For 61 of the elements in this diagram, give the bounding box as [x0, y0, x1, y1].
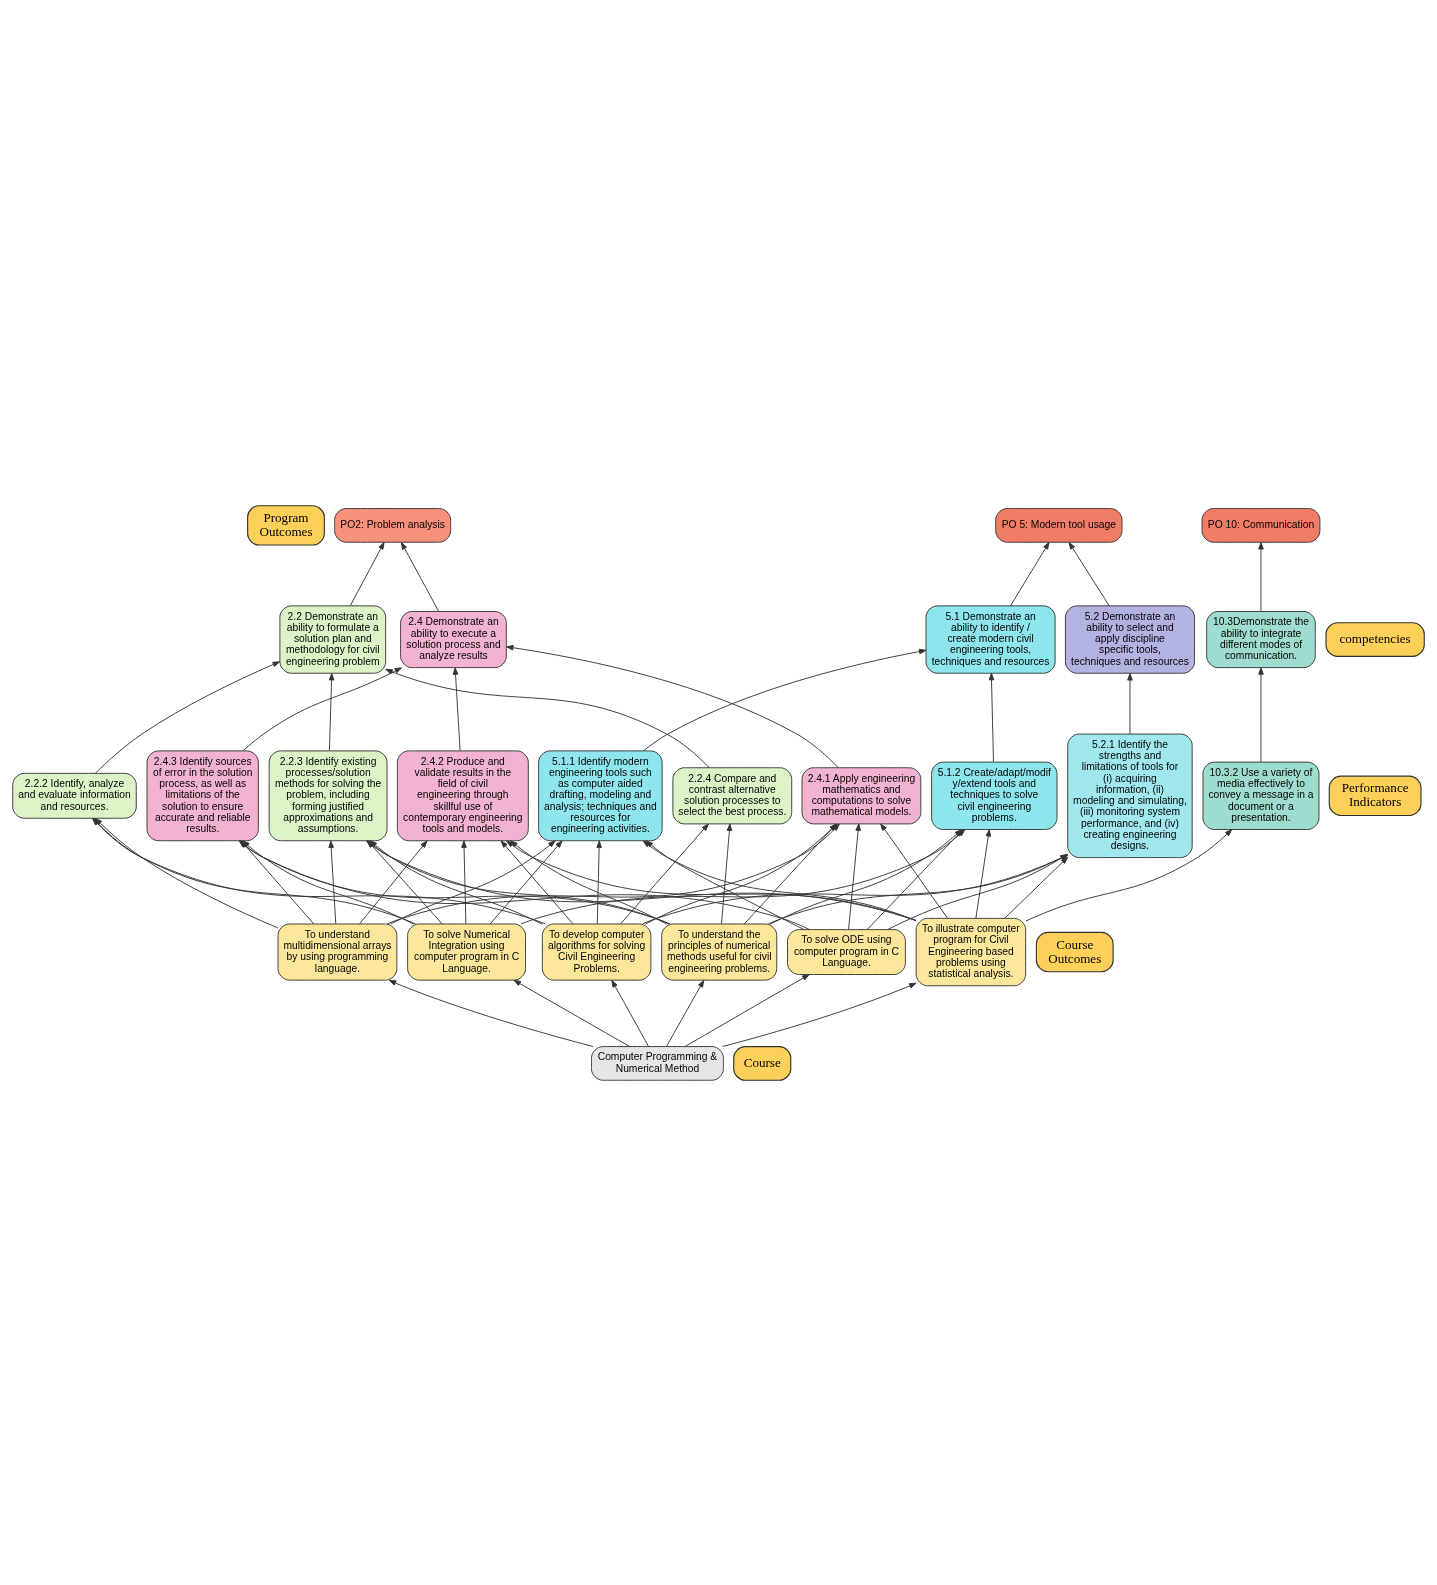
node-box: Course Outcomes: [1035, 931, 1114, 972]
node-box: 2.2.2 Identify, analyze and evaluate information and resources.: [12, 772, 137, 819]
node-box: To understand the principles of numerical methods useful for civil engineering problems.: [661, 923, 778, 981]
arrow: [388, 979, 594, 1047]
arrow: [385, 668, 710, 768]
arrow: [1258, 541, 1264, 612]
arrow: [684, 973, 810, 1047]
node-box: PO 10: Communication: [1201, 507, 1321, 543]
arrow: [743, 823, 837, 924]
node-box: 5.2.1 Identify the strengths and limitations of tools for (i) acquiring information, (ii) modeling and simulating, (iii) monitoring system performance, and (iv) creating engineering designs.: [1067, 733, 1193, 858]
arrow: [513, 979, 631, 1047]
arrow: [722, 982, 917, 1047]
arrow: [721, 823, 733, 924]
arrow: [452, 666, 461, 751]
node-box: To solve Numerical Integration using computer program in C Language.: [407, 923, 526, 981]
arrow: [848, 822, 861, 930]
node-box: PO2: Problem analysis: [334, 507, 452, 543]
arrow: [975, 828, 992, 918]
node-box: 2.4.3 Identify sources of error in the solution process, as well as limitations of the solution to ensure accurate and reliable results.: [146, 749, 259, 841]
arrow: [596, 839, 602, 924]
node-box: Course: [733, 1045, 792, 1081]
arrow: [988, 672, 995, 762]
node-box: 2.2 Demonstrate an ability to formulate a solution plan and methodology for civil engineering problem: [279, 604, 387, 674]
arrow: [328, 839, 337, 924]
node-box: Program Outcomes: [247, 504, 325, 546]
node-box: 2.4.2 Produce and validate results in the field of civil engineering through skillful use of contemporary engineering tools and models.: [396, 749, 529, 841]
node-box: 10.3.2 Use a variety of media effectively to convey a message in a document or a presentation.: [1202, 761, 1320, 830]
node-box: 5.2 Demonstrate an ability to select and apply discipline specific tools, techniques and resources: [1064, 604, 1195, 674]
arrow: [461, 839, 467, 924]
arrow: [1068, 541, 1110, 606]
arrow: [643, 648, 927, 751]
node-box: 5.1.1 Identify modern engineering tools such as computer aided drafting, modeling and analysis; techniques and resources for engineering activities.: [538, 749, 663, 841]
node-box: PO 5: Modern tool usage: [995, 507, 1123, 543]
arrow: [620, 823, 709, 924]
node-box: To illustrate computer program for Civil Engineering based problems using statistical analysis.: [915, 917, 1027, 986]
node-box: 2.2.3 Identify existing processes/solution methods for solving the problem, including forming justified approximations and assumptions.: [268, 749, 388, 841]
node-box: 2.4 Demonstrate an ability to execute a solution process and analyze results: [400, 610, 507, 668]
arrow: [349, 541, 385, 606]
node-box: To understand multidimensional arrays by using programming language.: [277, 923, 398, 981]
arrow: [242, 666, 402, 751]
node-box: Computer Programming & Numerical Method: [591, 1045, 724, 1081]
node-box: 5.1 Demonstrate an ability to identify / create modern civil engineering tools, techniques and resources: [925, 604, 1056, 674]
node-box: To solve ODE using computer program in C Language.: [787, 928, 906, 975]
node-box: 2.2.4 Compare and contrast alternative solution processes to select the best process.: [672, 766, 793, 824]
node-box: competencies: [1325, 621, 1425, 657]
arrow: [506, 644, 839, 768]
arrow: [665, 979, 705, 1047]
node-box: 5.1.2 Create/adapt/modify/extend tools and techniques to solve civil engineering problems.: [931, 761, 1058, 830]
arrow: [611, 979, 650, 1047]
arrow: [1258, 666, 1264, 762]
arrow: [400, 541, 440, 612]
node-box: 2.4.1 Apply engineering mathematics and computations to solve mathematical models.: [801, 766, 922, 824]
node-box: Performance Indicators: [1328, 775, 1422, 816]
arrow: [880, 822, 948, 918]
arrow: [94, 660, 281, 774]
arrow: [1010, 541, 1050, 606]
arrow: [328, 672, 335, 751]
arrow: [1127, 672, 1133, 734]
arrow: [1025, 828, 1233, 922]
node-box: To develop computer algorithms for solving Civil Engineering Problems.: [541, 923, 652, 981]
node-box: 10.3Demonstrate the ability to integrate different modes of communication.: [1206, 610, 1316, 668]
